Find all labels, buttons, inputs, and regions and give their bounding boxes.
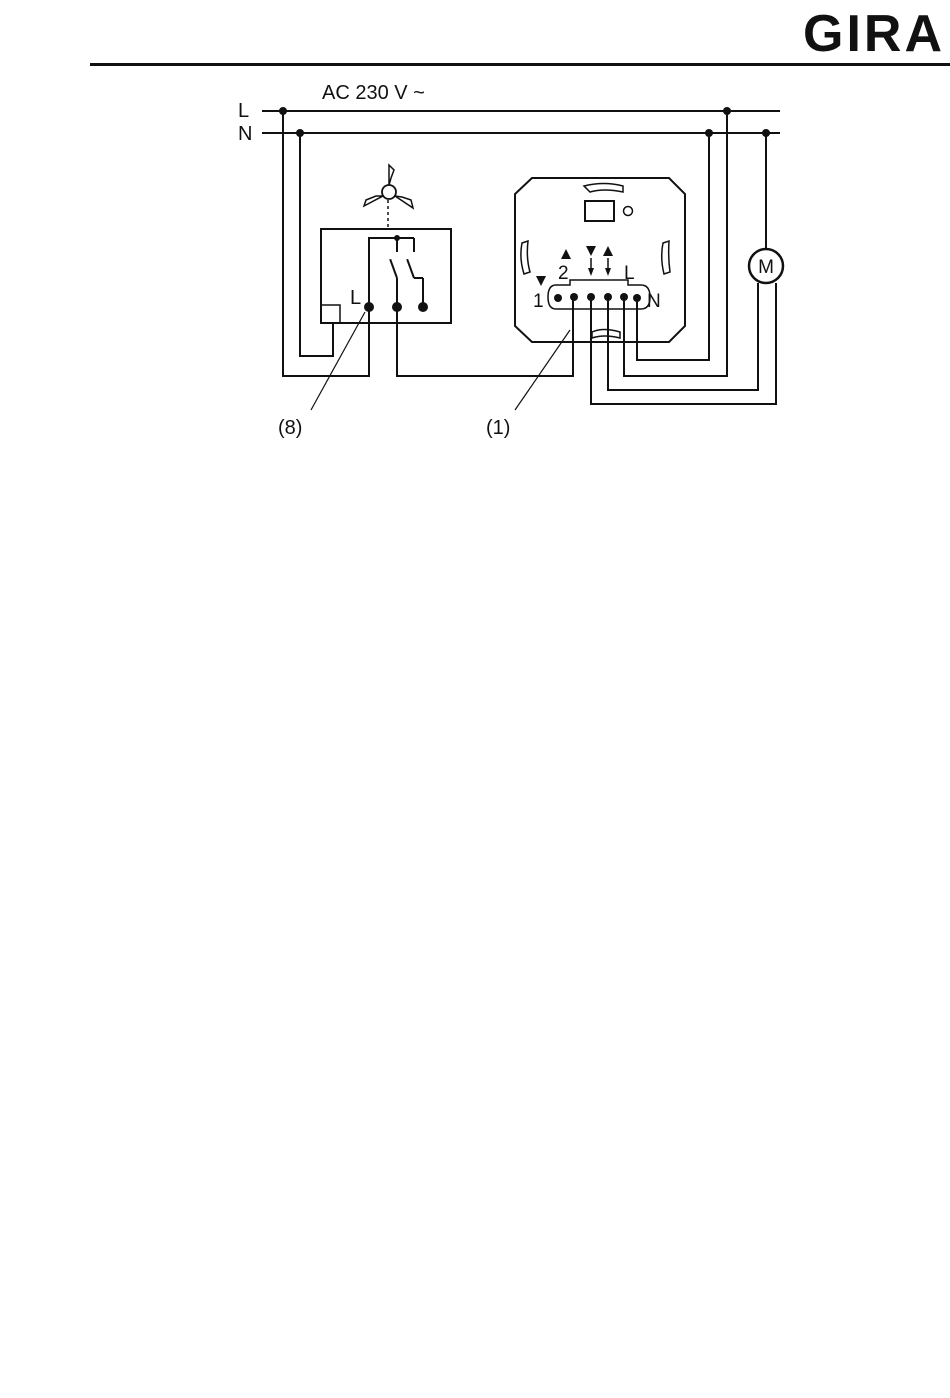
sensor-contact-2-blade — [407, 259, 414, 278]
motor-label: M — [758, 257, 774, 278]
insert-slot-top — [584, 184, 623, 193]
arrow-down-icon — [605, 268, 611, 276]
line-n-label: N — [238, 123, 252, 145]
sensor-terminal-l-label: L — [350, 287, 361, 309]
sensor-common-bus — [369, 238, 414, 303]
wire-insert-n — [637, 133, 709, 360]
insert-terminal-2-label: 2 — [558, 263, 569, 284]
insert-terminal-1-label: 1 — [533, 291, 544, 312]
arrow-down-icon — [586, 246, 596, 256]
insert-terminal-n-label: N — [647, 291, 661, 312]
insert-slot-bottom — [592, 330, 620, 339]
supply-label: AC 230 V ~ — [322, 82, 425, 104]
insert-housing — [515, 178, 685, 342]
insert-slot-left — [521, 241, 530, 274]
anemometer-icon — [364, 165, 413, 229]
insert-led — [624, 207, 633, 216]
callout-insert: (1) — [486, 417, 510, 439]
insert-slot-right — [662, 241, 670, 274]
sensor-terminal — [418, 302, 428, 312]
insert-relay-symbol — [585, 201, 614, 221]
wire-insert-down — [608, 283, 758, 390]
arrow-down-icon — [588, 268, 594, 276]
arrow-up-icon — [603, 246, 613, 256]
insert-terminal — [570, 293, 578, 301]
insert-terminal-l-label: L — [624, 263, 635, 284]
arrow-up-icon — [561, 249, 571, 259]
sensor-contact-1-blade — [390, 259, 397, 278]
insert-terminal — [554, 294, 562, 302]
arrow-down-icon — [536, 276, 546, 286]
sensor-sub-box — [321, 305, 340, 323]
line-l-label: L — [238, 100, 249, 122]
wire-l-to-sensor — [283, 111, 369, 376]
insert-terminal-block — [548, 280, 650, 309]
callout-leader-sensor — [311, 312, 365, 410]
sensor-terminal — [364, 302, 374, 312]
callout-sensor: (8) — [278, 417, 302, 439]
wire-insert-up — [591, 283, 776, 404]
